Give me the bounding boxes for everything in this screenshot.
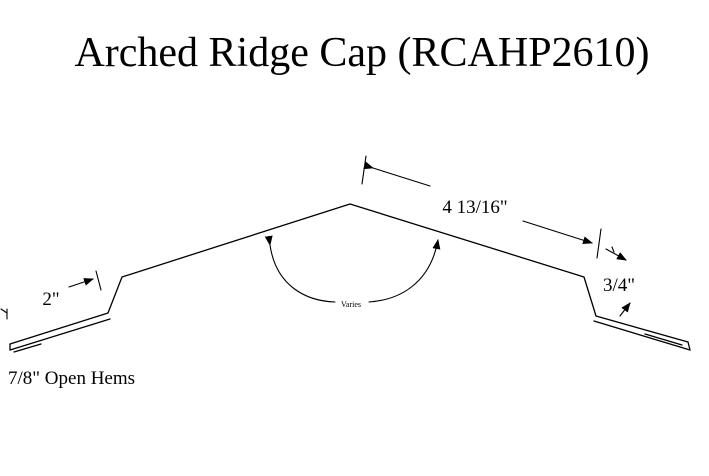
step-dimension [605,246,631,317]
hem-note: 7/8" Open Hems [8,368,135,389]
top-leg-label: 4 13/16" [442,197,507,218]
page-title: Arched Ridge Cap (RCAHP2610) [74,30,649,76]
left-leg-label: 2" [42,289,59,310]
step-label: 3/4" [603,275,635,296]
angle-indicator [264,235,441,303]
top-leg-dimension [361,155,602,259]
angle-label: Varies [341,300,361,309]
left-leg-dimension [0,270,102,320]
ridge-cap-profile [9,203,691,353]
